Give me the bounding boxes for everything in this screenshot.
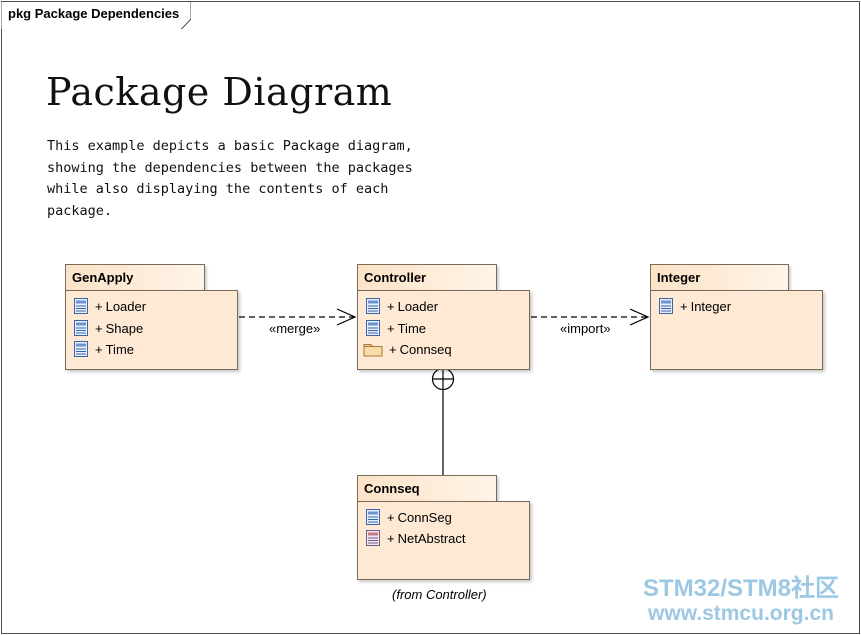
class-icon	[74, 298, 88, 314]
merge-label: «merge»	[269, 321, 321, 336]
watermark-line1: STM32/STM8社区	[642, 575, 840, 602]
member-name: Connseq	[399, 341, 452, 357]
class-icon	[366, 320, 380, 336]
member-visibility: +	[95, 341, 103, 357]
import-dependency[interactable]	[531, 308, 650, 326]
package-body: + Integer	[650, 290, 823, 370]
description-line: package.	[47, 202, 113, 219]
member-name: Loader	[397, 298, 439, 314]
member-connseq[interactable]: + Connseq	[363, 340, 452, 358]
member-connseg[interactable]: + ConnSeg	[365, 508, 452, 526]
member-name: Shape	[105, 320, 144, 336]
frame-label: pkg Package Dependencies	[8, 6, 180, 21]
watermark: STM32/STM8社区 www.stmcu.org.cn	[628, 576, 854, 626]
description-line: showing the dependencies between the pac…	[47, 159, 413, 176]
class-icon	[366, 509, 380, 525]
member-loader[interactable]: + Loader	[365, 297, 438, 315]
from-controller-note: (from Controller)	[392, 587, 487, 602]
member-visibility: +	[387, 298, 395, 314]
member-visibility: +	[680, 298, 688, 314]
description-line: while also displaying the contents of ea…	[47, 181, 389, 197]
package-body: + Loader + Shape + Time	[65, 290, 238, 370]
package-tab: GenApply	[65, 264, 205, 290]
import-label: «import»	[560, 321, 611, 336]
class-icon	[366, 298, 380, 314]
containment-connector[interactable]	[431, 367, 455, 476]
package-tab: Connseq	[357, 475, 497, 501]
diagram-description: This example depicts a basic Package dia…	[47, 136, 427, 222]
package-tab: Integer	[650, 264, 789, 290]
member-visibility: +	[95, 320, 103, 336]
member-name: NetAbstract	[397, 530, 466, 546]
member-loader[interactable]: + Loader	[73, 297, 146, 315]
member-visibility: +	[387, 320, 395, 336]
member-name: Time	[105, 341, 134, 357]
member-time[interactable]: + Time	[73, 340, 134, 358]
class-red-icon	[366, 530, 380, 546]
member-visibility: +	[389, 341, 397, 357]
class-icon	[74, 320, 88, 336]
package-body: + ConnSeg + NetAbstract	[357, 501, 530, 580]
package-name: Controller	[364, 270, 427, 285]
package-name: GenApply	[72, 270, 134, 285]
package-name: Integer	[657, 270, 701, 285]
diagram-title: Package Diagram	[46, 70, 393, 114]
package-tab: Controller	[357, 264, 497, 290]
member-visibility: +	[387, 530, 395, 546]
frame-tab	[1, 1, 191, 29]
member-name: ConnSeg	[397, 509, 452, 525]
merge-dependency[interactable]	[239, 308, 357, 326]
description-line: This example depicts a basic Package dia…	[47, 138, 413, 154]
class-icon	[74, 341, 88, 357]
member-visibility: +	[387, 509, 395, 525]
member-shape[interactable]: + Shape	[73, 319, 143, 337]
package-name: Connseq	[364, 481, 420, 496]
watermark-line2: www.stmcu.org.cn	[648, 602, 834, 625]
member-visibility: +	[95, 298, 103, 314]
member-name: Integer	[690, 298, 732, 314]
package-body: + Loader + Time + Connseq	[357, 290, 530, 370]
class-icon	[659, 298, 673, 314]
member-integer[interactable]: + Integer	[658, 297, 731, 315]
package-folder-icon	[363, 344, 383, 357]
member-name: Time	[397, 320, 426, 336]
member-time[interactable]: + Time	[365, 319, 426, 337]
member-name: Loader	[105, 298, 147, 314]
member-netabstract[interactable]: + NetAbstract	[365, 529, 466, 547]
